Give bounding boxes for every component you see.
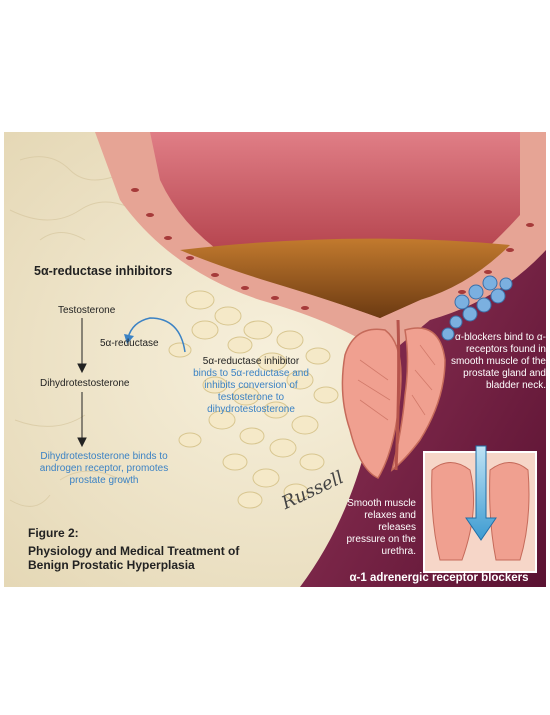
enzyme-label: 5α-reductase [100,338,159,349]
prostate-gland [341,319,446,479]
figure-number: Figure 2: [28,526,79,540]
inhibitor-description: 5α-reductase inhibitor binds to 5α-reduc… [188,356,314,416]
dht-label: Dihydrotestosterone [40,378,130,389]
inhibitor-heading: 5α-reductase inhibitor [202,356,300,367]
flow-arrow [465,445,497,541]
blockers-title: α-1 adrenergic receptor blockers [349,572,529,584]
alpha-blocker-note: α-blockers bind to α-receptors found in … [450,332,546,391]
wall-vessels [131,188,534,310]
outcome-label: Dihydrotestosterone binds to androgen re… [39,451,169,486]
pathway-arrows [77,318,87,448]
inset-panel [423,445,537,573]
urine [180,238,510,318]
alpha-receptor-cluster [441,275,513,341]
hyperplastic-nodules [168,290,339,509]
relaxation-note: Smooth muscle relaxes and releases press… [346,498,417,557]
tissue-texture [9,156,151,507]
inhibition-arrowhead [124,334,134,344]
urethra [394,319,401,471]
inhibition-arrow [127,317,186,353]
inhibitors-title: 5α-reductase inhibitors [34,264,173,278]
testosterone-label: Testosterone [58,305,116,316]
inhibitor-desc-text: binds to 5α-reductase and inhibits conve… [193,368,309,415]
figure-title: Physiology and Medical Treatment of Beni… [28,544,240,573]
